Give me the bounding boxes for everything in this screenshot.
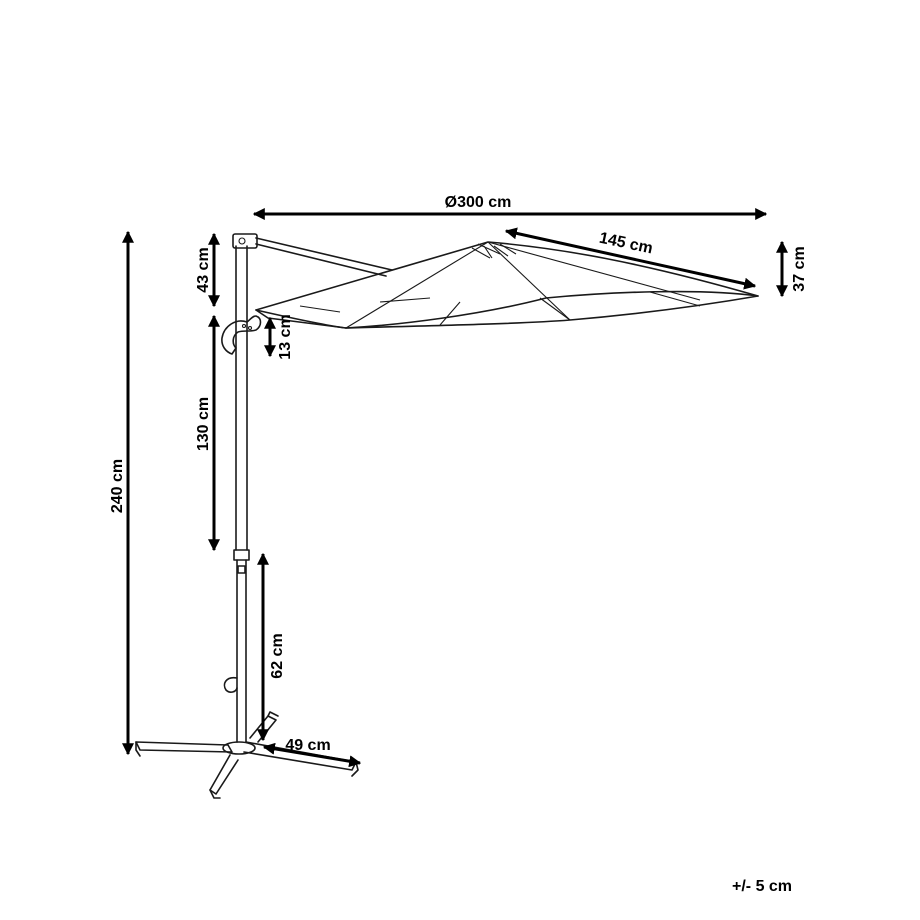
cross-base [135, 711, 359, 799]
label-pole-middle: 130 cm [195, 397, 212, 451]
pole [223, 233, 258, 743]
label-lower-pole: 62 cm [269, 633, 286, 678]
label-canopy-height: 37 cm [791, 246, 808, 291]
cantilever-arm [255, 237, 393, 277]
crank-handle [221, 315, 262, 355]
dim-49-line [262, 742, 362, 768]
label-base-arm: 49 cm [285, 737, 330, 754]
label-diameter: Ø300 cm [445, 194, 512, 211]
dimension-lines [122, 208, 788, 768]
label-arm-height: 43 cm [195, 247, 212, 292]
label-crank-offset: 13 cm [277, 314, 294, 359]
dim-145-line [504, 227, 757, 290]
label-total-height: 240 cm [109, 459, 126, 513]
parasol-drawing [135, 233, 759, 799]
tolerance-note: +/- 5 cm [732, 878, 793, 895]
